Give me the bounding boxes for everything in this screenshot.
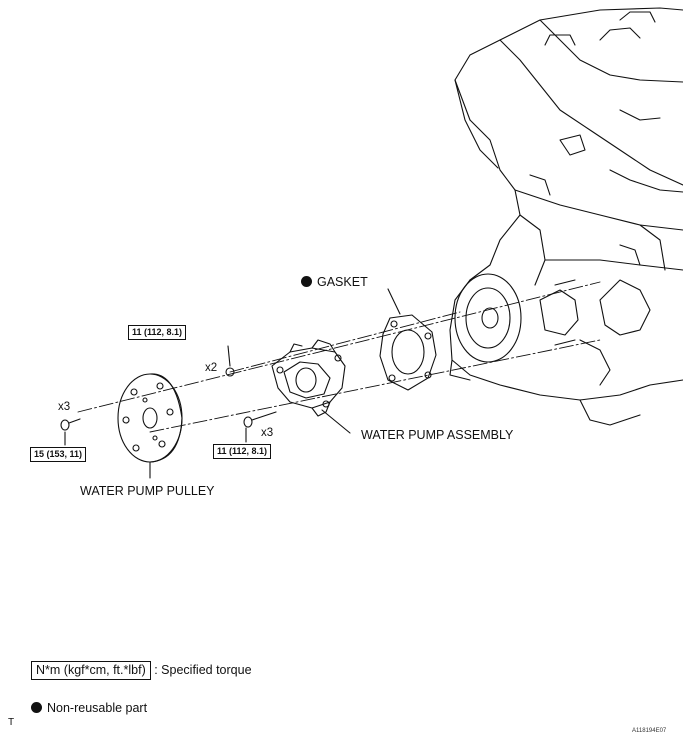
qty-nut-top: x2 (205, 362, 218, 374)
bolt-right-shank (251, 411, 277, 421)
gasket-illustration (379, 288, 437, 391)
water-pump-pulley-label: WATER PUMP PULLEY (80, 484, 215, 498)
gasket-label-text: GASKET (317, 275, 368, 289)
water-pump-assembly-label: WATER PUMP ASSEMBLY (361, 428, 514, 442)
figure-id: A118194E07 (632, 728, 667, 734)
engine-block-illustration (449, 7, 683, 426)
torque-box-left: 15 (153, 11) (30, 447, 87, 462)
nonreusable-dot-icon (301, 276, 312, 287)
torque-legend: N*m (kgf*cm, ft.*lbf) : Specified torque (31, 661, 252, 680)
nonreusable-legend-text: Non-reusable part (47, 701, 148, 715)
bolt-left-shank (68, 418, 81, 424)
nonreusable-legend-dot-icon (31, 702, 42, 713)
bolt-right-head (243, 416, 253, 428)
corner-mark: T (8, 717, 15, 728)
torque-box-right: 11 (112, 8.1) (213, 444, 272, 459)
qty-bolt-left: x3 (58, 401, 71, 413)
fasteners (60, 345, 277, 446)
nut-top (225, 367, 235, 377)
qty-bolt-right: x3 (261, 427, 274, 439)
water-pump-illustration (271, 339, 351, 434)
bolt-left-head (60, 419, 70, 431)
torque-unit-box: N*m (kgf*cm, ft.*lbf) (31, 661, 151, 680)
torque-box-top: 11 (112, 8.1) (128, 325, 187, 340)
alignment-lines (77, 281, 601, 433)
gasket-label: GASKET (301, 276, 368, 289)
torque-legend-desc: : Specified torque (154, 663, 252, 677)
nonreusable-legend: Non-reusable part (31, 702, 147, 715)
pulley-illustration (117, 373, 183, 479)
